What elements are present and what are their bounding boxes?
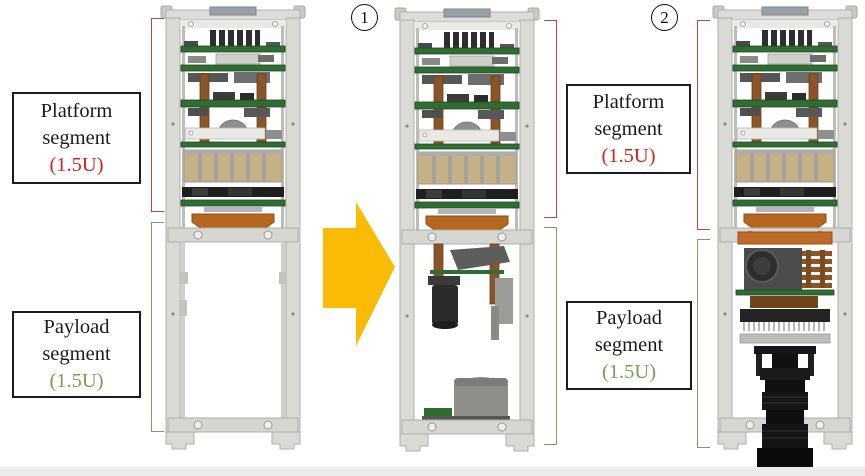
- figure-bottom-edge-band: [0, 467, 865, 476]
- middle-satellite-render: [394, 7, 540, 452]
- platform-bracket-middle: [544, 20, 557, 218]
- segment-divider-bar: [401, 229, 533, 245]
- telescope-lens: [753, 345, 817, 471]
- left-satellite-render: [160, 5, 306, 450]
- platform-label-line2: segment: [42, 126, 111, 149]
- empty-payload-bay: [180, 242, 286, 420]
- payload-segment-label-left: Payload segment (1.5U): [12, 311, 141, 398]
- platform-segment-label-left: Platform segment (1.5U): [12, 92, 141, 184]
- step-marker-2: 2: [651, 4, 678, 31]
- platform-bracket-left: [151, 18, 164, 212]
- platform-stack-illustration: [732, 25, 838, 230]
- payload-label-line1: Payload: [595, 307, 663, 329]
- payload-segment-label-right: Payload segment (1.5U): [566, 301, 692, 390]
- segment-divider-bar: [167, 227, 299, 243]
- platform-label-unit: (1.5U): [601, 144, 656, 167]
- payload-label-unit: (1.5U): [601, 361, 657, 383]
- transition-arrow-icon: [323, 202, 395, 346]
- platform-label-line2: segment: [594, 117, 663, 140]
- payload-label-line2: segment: [594, 334, 664, 356]
- platform-stack-illustration: [180, 25, 286, 230]
- satellite-base: [165, 417, 301, 450]
- right-satellite-render: [712, 5, 858, 471]
- step-marker-1: 1: [351, 4, 378, 31]
- payload-components: [735, 231, 835, 344]
- step-marker-2-number: 2: [660, 7, 669, 27]
- payload-label-line1: Payload: [43, 316, 110, 338]
- payload-label-unit: (1.5U): [49, 370, 104, 392]
- platform-segment-label-right: Platform segment (1.5U): [566, 84, 691, 174]
- platform-bracket-right: [697, 20, 710, 230]
- platform-stack-illustration: [414, 27, 520, 232]
- platform-label-line1: Platform: [592, 90, 665, 113]
- payload-label-line2: segment: [42, 343, 111, 365]
- step-marker-1-number: 1: [360, 7, 369, 27]
- payload-bracket-right: [697, 239, 710, 448]
- platform-label-line1: Platform: [40, 99, 113, 122]
- platform-label-unit: (1.5U): [49, 153, 104, 176]
- payload-components: [421, 243, 514, 425]
- payload-bracket-left: [151, 222, 164, 432]
- satellite-base: [399, 419, 535, 452]
- payload-bracket-middle: [544, 227, 557, 445]
